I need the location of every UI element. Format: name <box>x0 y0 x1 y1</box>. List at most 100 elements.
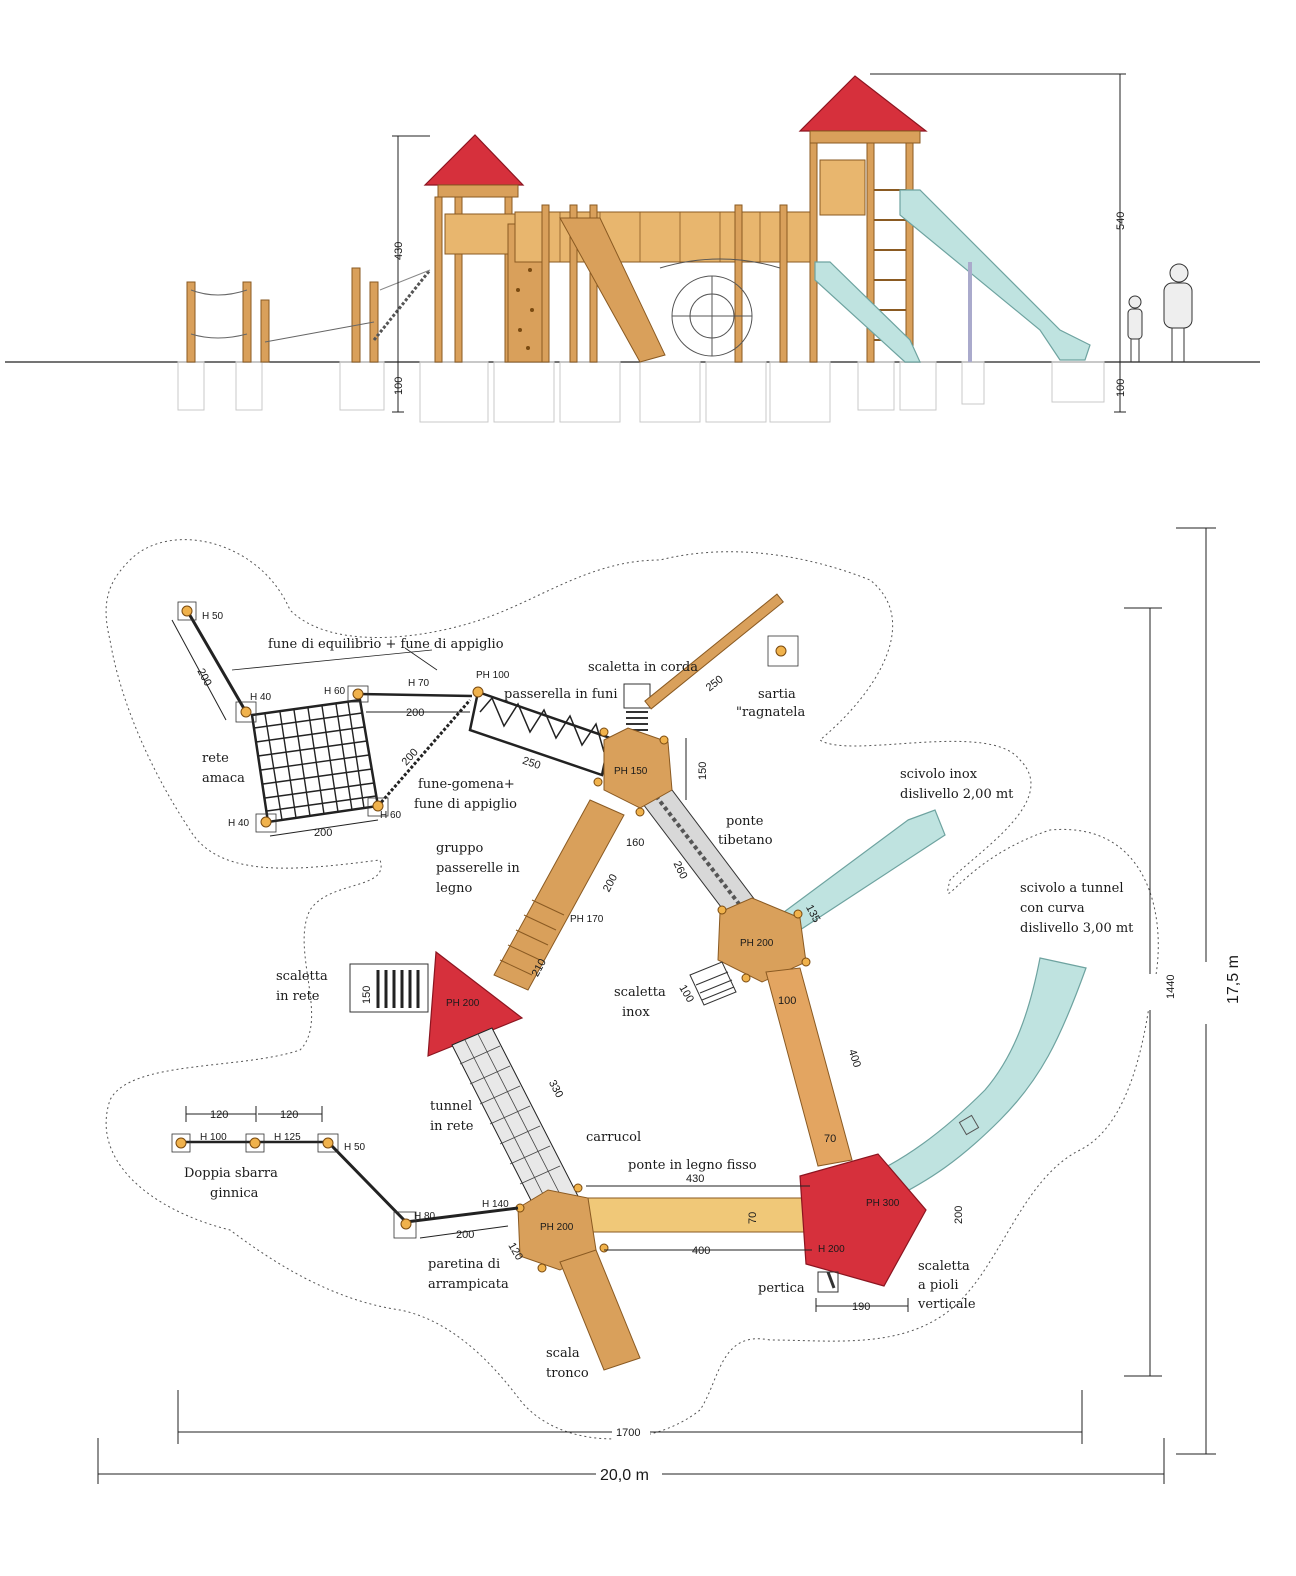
height-h140: H 140 <box>482 1199 509 1210</box>
label-scaletta-inox-1: scaletta <box>614 985 666 1000</box>
dim-foundation-right: 100 <box>1115 379 1127 397</box>
label-rete-amaca-1: rete <box>202 751 229 766</box>
dim-120-b: 120 <box>280 1109 298 1121</box>
label-pertica: pertica <box>758 1281 805 1296</box>
dim-100-b: 100 <box>778 995 796 1007</box>
dim-250-b: 250 <box>521 755 542 772</box>
dim-330: 330 <box>546 1078 565 1100</box>
scaletta-in-corda <box>623 683 651 731</box>
height-labels: H 50 H 40 H 40 H 60 H 60 H 70 PH 100 PH … <box>200 611 900 1255</box>
label-scaletta-pioli-3: verticale <box>917 1297 976 1312</box>
dim-200-d: 200 <box>314 827 332 839</box>
doppia-sbarra-ginnica <box>182 1140 519 1224</box>
dim-200-f: 200 <box>953 1206 965 1224</box>
dim-200-e: 200 <box>601 872 620 894</box>
label-scala-tronco-1: scala <box>546 1346 580 1361</box>
dim-tower-left: 430 <box>393 242 405 260</box>
dim-430: 430 <box>686 1173 704 1185</box>
label-scaletta-rete-1: scaletta <box>276 969 328 984</box>
label-fune-gomena-2: fune di appiglio <box>414 797 517 812</box>
height-h60-b: H 60 <box>380 810 402 821</box>
height-h100: H 100 <box>200 1132 227 1143</box>
dim-400-b: 400 <box>692 1245 710 1257</box>
label-scivolo-tunnel-2: con curva <box>1020 901 1085 916</box>
label-doppia-1: Doppia sbarra <box>184 1166 278 1181</box>
height-h200: H 200 <box>818 1244 845 1255</box>
label-scivolo-tunnel-3: dislivello 3,00 mt <box>1020 921 1134 936</box>
posts <box>171 601 484 1239</box>
label-scaletta-pioli-2: a pioli <box>918 1278 959 1293</box>
central-walkway <box>514 204 816 363</box>
dim-200-a: 200 <box>195 666 214 688</box>
dim-70-b: 70 <box>747 1212 759 1224</box>
height-ph300: PH 300 <box>866 1198 900 1209</box>
plan-dimensions: 200 200 200 200 200 200 200 250 250 150 … <box>171 619 965 1313</box>
label-scivolo-inox-2: dislivello 2,00 mt <box>900 787 1014 802</box>
label-carrucol: carrucol <box>586 1130 641 1145</box>
elevation-view: 430 100 540 100 <box>5 73 1260 423</box>
label-fune-equilibrio: fune di equilibrio + fune di appiglio <box>268 637 504 652</box>
rampa-legno-destra <box>765 967 853 1167</box>
height-ph200-c: PH 200 <box>540 1222 574 1233</box>
elevation-dimensions: 430 100 540 100 <box>392 73 1127 413</box>
human-figures <box>1127 263 1193 362</box>
overall-dimensions: 1440 17,5 m 1700 20,0 m <box>97 527 1242 1484</box>
height-ph170: PH 170 <box>570 914 604 925</box>
label-scaletta-in-corda: scaletta in corda <box>588 660 698 675</box>
height-h50-top: H 50 <box>202 611 224 622</box>
right-tower <box>798 75 1091 363</box>
height-h40-a: H 40 <box>250 692 272 703</box>
label-sartia-2: "ragnatela <box>736 705 805 720</box>
plan-labels: fune di equilibrio + fune di appiglio sc… <box>184 637 1134 1381</box>
ponte-legno-fisso <box>579 1197 813 1233</box>
height-ph150: PH 150 <box>614 766 648 777</box>
height-h60-a: H 60 <box>324 686 346 697</box>
label-gruppo-3: legno <box>436 881 473 896</box>
height-ph100: PH 100 <box>476 670 510 681</box>
dim-190: 190 <box>852 1301 870 1313</box>
scivolo-inox <box>778 809 946 931</box>
label-paretina-2: arrampicata <box>428 1277 509 1292</box>
dim-tower-right: 540 <box>1115 212 1127 230</box>
label-fune-gomena-1: fune-gomena+ <box>418 777 515 792</box>
height-ph200-a: PH 200 <box>446 998 480 1009</box>
roof-right-pentagon <box>799 1153 927 1287</box>
dim-120-a: 120 <box>210 1109 228 1121</box>
height-h125: H 125 <box>274 1132 301 1143</box>
dim-70-a: 70 <box>824 1133 836 1145</box>
scaletta-inox <box>689 961 737 1006</box>
gruppo-passerelle-legno <box>493 799 625 991</box>
height-ph200-b: PH 200 <box>740 938 774 949</box>
foundation-ghosts <box>177 361 1105 423</box>
tunnel-in-rete <box>451 1027 581 1219</box>
dim-150-b: 150 <box>361 986 373 1004</box>
label-scaletta-inox-2: inox <box>622 1005 650 1020</box>
height-h70: H 70 <box>408 678 430 689</box>
dim-400-a: 400 <box>846 1048 863 1069</box>
label-passerella-in-funi: passerella in funi <box>504 687 618 702</box>
dim-200-b: 200 <box>406 707 424 719</box>
dim-1700: 1700 <box>616 1427 640 1439</box>
label-gruppo-1: gruppo <box>436 841 484 856</box>
height-h80: H 80 <box>414 1211 436 1222</box>
scaletta-in-rete <box>349 963 429 1013</box>
label-scivolo-inox-1: scivolo inox <box>900 767 978 782</box>
passerella-in-funi <box>468 690 612 777</box>
rete-amaca-net <box>250 698 380 824</box>
dim-260: 260 <box>671 859 690 881</box>
sartia-arm <box>644 593 784 710</box>
label-ponte-legno: ponte in legno fisso <box>628 1158 757 1173</box>
label-scala-tronco-2: tronco <box>546 1366 589 1381</box>
safety-area-outline <box>105 539 1159 1440</box>
height-h50-b: H 50 <box>344 1142 366 1153</box>
dim-150-a: 150 <box>697 762 709 780</box>
label-ponte-tibetano-1: ponte <box>726 814 764 829</box>
dim-200-g: 200 <box>456 1229 474 1241</box>
scivolo-tunnel <box>879 957 1087 1201</box>
tower-ph150 <box>603 727 673 809</box>
dim-100-a: 100 <box>676 983 696 1005</box>
height-h40-b: H 40 <box>228 818 250 829</box>
scala-tronco <box>559 1249 641 1371</box>
label-scivolo-tunnel-1: scivolo a tunnel <box>1020 881 1123 896</box>
